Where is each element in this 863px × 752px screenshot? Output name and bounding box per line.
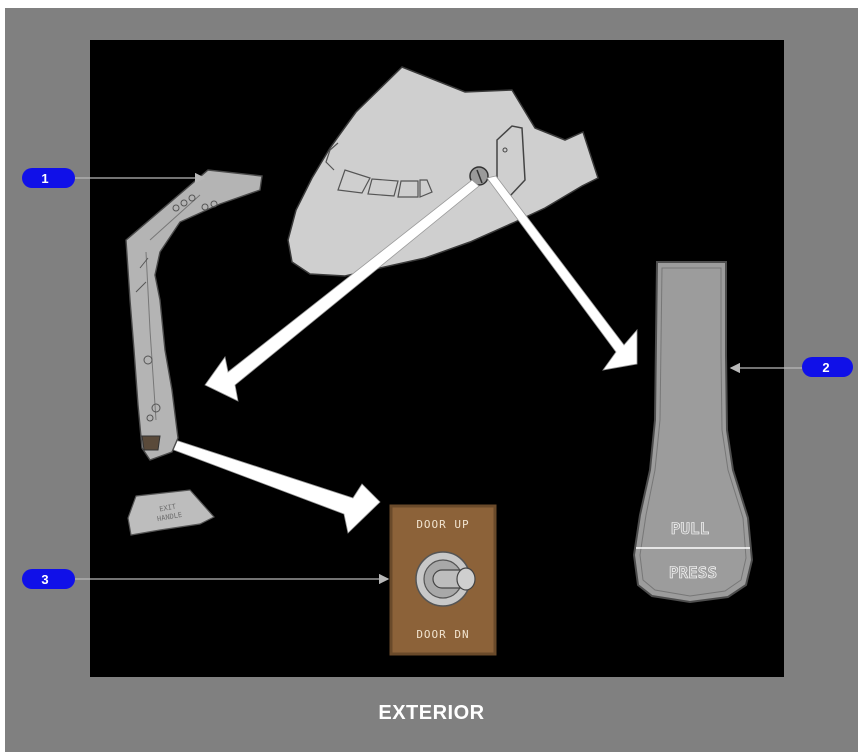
callout-2-number: 2	[822, 360, 829, 375]
cockpit-window	[398, 181, 418, 197]
diagram-caption: EXTERIOR	[5, 702, 858, 725]
grip-pull-text: PULL	[671, 519, 710, 538]
pointer-arrow-to-grip	[487, 176, 637, 370]
callout-badge-3[interactable]: 3	[22, 569, 75, 589]
exit-handle-mechanism	[126, 170, 262, 460]
grip-body	[634, 262, 752, 602]
callout-badge-1[interactable]: 1	[22, 168, 75, 188]
exit-handle-placard: EXIT HANDLE	[128, 490, 214, 535]
exit-handle-body	[126, 170, 262, 460]
fuselage-body	[288, 67, 598, 276]
door-toggle-plate: DOOR UP DOOR DN	[391, 506, 495, 654]
cockpit-window	[368, 179, 398, 196]
plate-door-up-text: DOOR UP	[416, 518, 469, 531]
grip-press-text: PRESS	[669, 563, 717, 582]
handle-grip-pad	[142, 436, 160, 450]
callout-badge-2[interactable]: 2	[802, 357, 853, 377]
pull-press-grip: PULL PRESS	[634, 262, 752, 602]
fuselage-nose	[288, 67, 598, 276]
callout-3-number: 3	[41, 572, 48, 587]
plate-door-dn-text: DOOR DN	[416, 628, 469, 641]
callout-1-number: 1	[41, 171, 48, 186]
